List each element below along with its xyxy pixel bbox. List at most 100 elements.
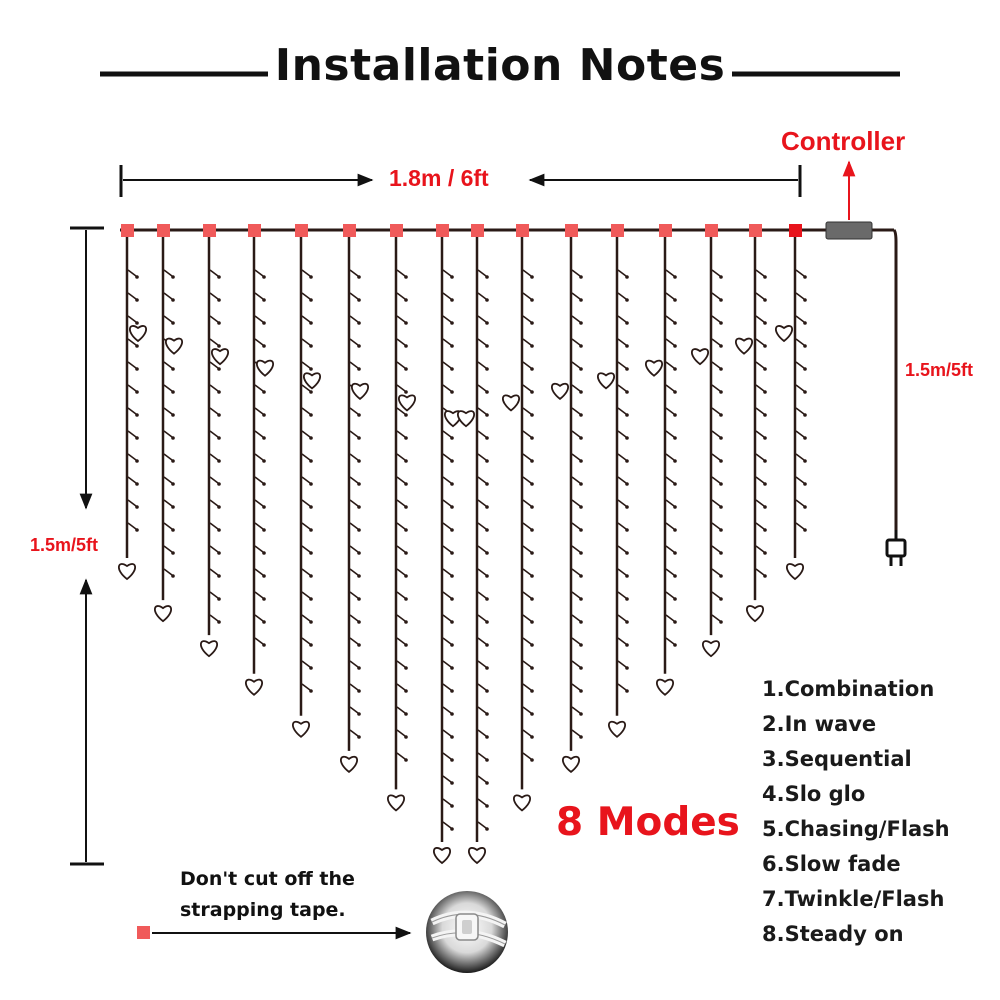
bulb-tip [262,390,266,394]
bulb-stub [349,315,359,323]
bulb-stub [209,430,219,438]
bulb-stub [301,361,311,369]
bulb-stub [442,499,452,507]
bulb-stub [477,384,487,392]
bulb-tip [803,482,807,486]
bulb-stub [396,545,406,553]
heart-icon [746,605,764,623]
bulb-stub [795,476,805,484]
plug-icon [885,530,907,566]
bulb-tip [763,321,767,325]
bulb-tip [719,528,723,532]
bulb-stub [522,683,532,691]
bulb-tip [357,643,361,647]
strand-connector [121,224,134,237]
bulb-tip [404,735,408,739]
bulb-tip [404,620,408,624]
bulb-tip [579,344,583,348]
bulb-stub [477,522,487,530]
bulb-stub [301,476,311,484]
bulb-tip [309,597,313,601]
bulb-tip [262,321,266,325]
bulb-stub [209,315,219,323]
bulb-stub [127,407,137,415]
bulb-tip [530,574,534,578]
bulb-tip [673,505,677,509]
bulb-stub [301,384,311,392]
bulb-stub [711,361,721,369]
bulb-stub [617,384,627,392]
bulb-tip [673,482,677,486]
bulb-stub [349,545,359,553]
bulb-stub [711,614,721,622]
bulb-stub [254,453,264,461]
bulb-tip [530,666,534,670]
bulb-tip [404,597,408,601]
bulb-tip [357,298,361,302]
bulb-tip [357,620,361,624]
tape-note-line-2: strapping tape. [180,899,346,921]
bulb-tip [262,528,266,532]
bulb-stub [755,430,765,438]
bulb-tip [719,390,723,394]
bulb-stub [127,292,137,300]
bulb-tip [763,275,767,279]
bulb-tip [404,436,408,440]
bulb-stub [665,614,675,622]
bulb-tip [357,367,361,371]
heart-icon [245,678,263,696]
bulb-stub [795,430,805,438]
bulb-stub [522,384,532,392]
bulb-tip [262,459,266,463]
bulb-tip [450,827,454,831]
bulb-tip [763,298,767,302]
bulb-stub [349,269,359,277]
bulb-tip [673,620,677,624]
bulb-tip [673,321,677,325]
bulb-stub [301,545,311,553]
bulb-tip [404,459,408,463]
bulb-tip [579,482,583,486]
strand-connector [565,224,578,237]
bulb-tip [262,482,266,486]
bulb-stub [442,384,452,392]
bulb-stub [254,292,264,300]
strand-8 [433,224,462,865]
bulb-tip [450,712,454,716]
bulb-tip [485,781,489,785]
bulb-stub [442,637,452,645]
heart-icon [292,720,310,738]
bulb-stub [442,315,452,323]
bulb-tip [171,275,175,279]
bulb-tip [404,712,408,716]
bulb-tip [485,459,489,463]
bulb-tip [135,482,139,486]
bulb-stub [254,614,264,622]
strand-1 [118,224,147,581]
bulb-tip [309,413,313,417]
bulb-stub [522,591,532,599]
bulb-tip [217,413,221,417]
heart-icon [513,794,531,812]
bulb-tip [530,367,534,371]
bulb-tip [309,459,313,463]
bulb-stub [127,315,137,323]
bulb-tip [135,344,139,348]
strand-connector [789,224,802,237]
bulb-tip [803,367,807,371]
bulb-tip [579,436,583,440]
bulb-stub [711,269,721,277]
bulb-stub [301,292,311,300]
bulb-tip [357,344,361,348]
bulb-stub [522,660,532,668]
bulb-stub [442,522,452,530]
bulb-stub [127,384,137,392]
bulb-tip [763,436,767,440]
bulb-stub [442,591,452,599]
bulb-stub [349,683,359,691]
bulb-stub [665,568,675,576]
bulb-tip [719,367,723,371]
bulb-tip [485,298,489,302]
bulb-tip [673,275,677,279]
bulb-tip [404,528,408,532]
